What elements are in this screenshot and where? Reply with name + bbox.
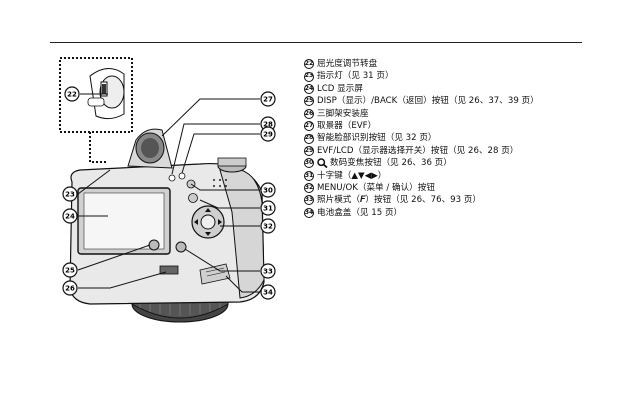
legend-number: 33 <box>304 195 314 206</box>
legend-number: 23 <box>304 71 314 82</box>
magnifier-icon <box>317 158 328 169</box>
legend-number: 31 <box>304 170 314 181</box>
legend-text: EVF/LCD（显示器选择开关）按钮（见 26、28 页） <box>317 145 519 156</box>
legend-text: 数码变焦按钮（见 26、36 页） <box>330 158 452 169</box>
legend-number: 30 <box>304 158 314 169</box>
callout-29: 29 <box>260 126 276 142</box>
callout-34: 34 <box>260 284 276 300</box>
lcd-screen <box>77 187 171 255</box>
legend-text: LCD 显示屏 <box>317 83 363 94</box>
legend-text: 三脚架安装座 <box>317 108 369 119</box>
callout-31: 31 <box>260 200 276 216</box>
legend-text: 指示灯（见 31 页） <box>317 71 394 82</box>
svg-text:30: 30 <box>263 187 273 195</box>
callout-26: 26 <box>62 280 78 296</box>
svg-text:26: 26 <box>65 285 75 293</box>
legend-number: 22 <box>304 59 314 70</box>
legend-text: 取景器（EVF） <box>317 120 377 131</box>
legend-number: 27 <box>304 121 314 132</box>
legend-item-30: 30 数码变焦按钮（见 26、36 页） <box>304 157 624 169</box>
legend-text: 十字键（▲▼◀▶） <box>317 170 387 181</box>
callout-markers: 22 23 24 25 26 27 28 29 30 31 32 33 34 <box>62 86 276 300</box>
svg-text:33: 33 <box>263 268 273 276</box>
svg-text:23: 23 <box>65 191 75 199</box>
callout-23: 23 <box>62 186 78 202</box>
camera-rear-illustration: 22 23 24 25 26 27 28 29 30 31 32 33 34 <box>59 57 276 323</box>
svg-text:22: 22 <box>67 91 77 99</box>
legend-number: 28 <box>304 133 314 144</box>
callout-22: 22 <box>64 86 80 102</box>
callout-32: 32 <box>260 218 276 234</box>
svg-text:25: 25 <box>65 267 75 275</box>
legend-text: DISP（显示）/BACK（返回）按钮（见 26、37、39 页） <box>317 96 539 107</box>
legend-number: 25 <box>304 96 314 107</box>
svg-text:29: 29 <box>263 131 273 139</box>
legend-number: 29 <box>304 145 314 156</box>
legend-text: 照片模式（𝑭）按钮（见 26、76、93 页） <box>317 195 482 206</box>
svg-text:31: 31 <box>263 205 273 213</box>
legend-text: MENU/OK（菜单 / 确认）按钮 <box>317 182 435 193</box>
callout-33: 33 <box>260 263 276 279</box>
legend-text: 屈光度调节转盘 <box>317 59 378 69</box>
legend-number: 26 <box>304 108 314 119</box>
svg-text:32: 32 <box>263 223 273 231</box>
callout-25: 25 <box>62 262 78 278</box>
legend-number: 32 <box>304 183 314 194</box>
callout-24: 24 <box>62 208 78 224</box>
svg-text:24: 24 <box>65 213 75 221</box>
camera-controls <box>148 172 231 285</box>
svg-text:34: 34 <box>263 289 273 297</box>
callout-30: 30 <box>260 182 276 198</box>
svg-text:27: 27 <box>263 96 273 104</box>
header-rule <box>50 42 582 43</box>
callout-27: 27 <box>260 91 276 107</box>
legend-number: 34 <box>304 207 314 218</box>
svg-text:28: 28 <box>263 121 273 129</box>
legend-text: 电池盒盖（见 15 页） <box>317 207 403 218</box>
leader-lines <box>77 93 260 293</box>
legend-text: 智能脸部识别按钮（见 32 页） <box>317 133 437 144</box>
legend-number: 24 <box>304 83 314 94</box>
